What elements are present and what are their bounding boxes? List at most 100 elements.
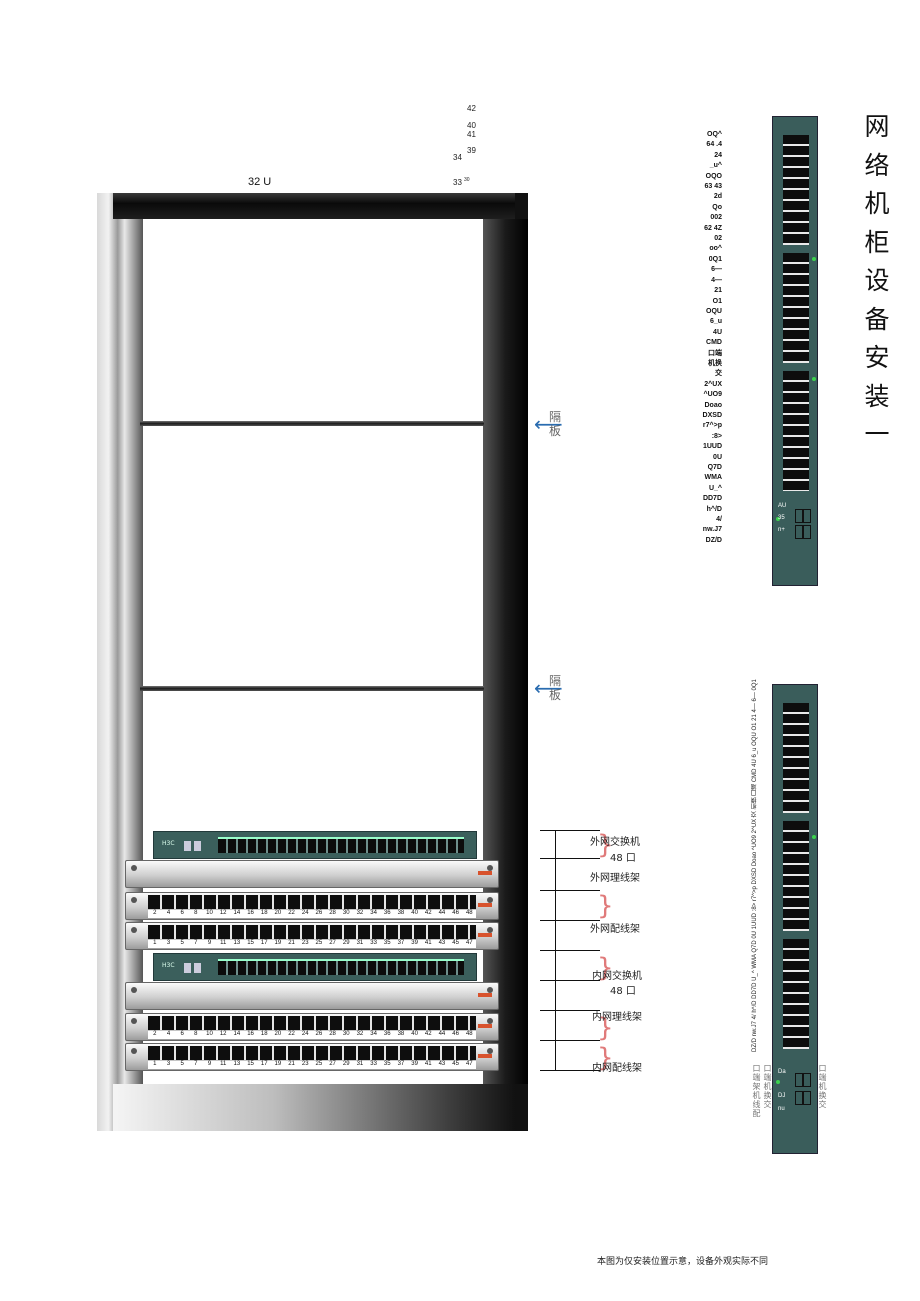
code-item: 6_u	[709, 318, 722, 326]
port-number: 3	[161, 940, 176, 948]
code-item: OQ^	[707, 131, 722, 138]
vertical-switch-top: AU 35 n+	[772, 116, 818, 586]
vertical-caption-mid: 口端机换交	[763, 1064, 772, 1109]
title-char: 安	[864, 343, 890, 372]
port-number: 28	[325, 910, 340, 918]
brace-icon: }	[597, 1043, 614, 1073]
dimension-tick	[540, 1010, 600, 1011]
shelf-label-1: 隔板	[549, 410, 562, 438]
dimension-tick	[540, 920, 600, 921]
port-number: 19	[271, 1061, 285, 1069]
port-number: 9	[202, 940, 217, 948]
code-item: _u^	[709, 162, 722, 170]
port-number: 12	[216, 910, 231, 918]
code-item: r7^>p	[702, 422, 722, 430]
panel-jacks	[148, 925, 476, 939]
shelf-arrow-icon: ⟵	[534, 412, 563, 436]
port-number: 3	[161, 1061, 176, 1069]
inner-switch-ports: 48 口	[610, 986, 636, 997]
inner-cable-manager	[125, 982, 499, 1010]
port-number: 39	[407, 1061, 422, 1069]
port-number: 41	[421, 1061, 436, 1069]
status-led	[776, 517, 780, 521]
port-number: 34	[366, 1031, 381, 1039]
port-number: 19	[271, 940, 285, 948]
port-number: 18	[257, 1031, 272, 1039]
port-number: 42	[421, 1031, 436, 1039]
port-number: 20	[271, 910, 285, 918]
port-number: 36	[380, 1031, 395, 1039]
title-char: 机	[864, 189, 890, 218]
sfp-ports	[184, 841, 202, 851]
panel-tag	[478, 1024, 492, 1028]
code-item: 0Q1	[708, 255, 722, 263]
port-number: 37	[394, 1061, 408, 1069]
port-number: 35	[380, 940, 395, 948]
code-item: WMA	[704, 474, 723, 482]
panel-jacks	[148, 1016, 476, 1030]
vertical-switch-bottom: Da DJ nu	[772, 684, 818, 1154]
inner-switch-label: 内网交换机	[592, 971, 642, 982]
sfp-slot	[795, 509, 803, 523]
outer-patch-label: 外网理线架	[590, 873, 640, 884]
port-number: 27	[325, 1061, 340, 1069]
port-number: 24	[298, 1031, 313, 1039]
side-label: n+	[778, 527, 785, 533]
code-item: DXSD	[702, 411, 722, 419]
screw	[131, 987, 137, 993]
sfp-slot	[795, 1073, 803, 1087]
side-label: nu	[778, 1106, 785, 1112]
code-item: Qo	[712, 203, 722, 211]
u-number-42: 42	[467, 104, 476, 113]
port-number: 43	[435, 940, 449, 948]
screw	[487, 897, 493, 903]
port-number: 36	[380, 910, 395, 918]
port-number: 15	[243, 940, 258, 948]
sfp-ports	[184, 963, 202, 973]
code-item: U_^	[708, 484, 722, 492]
port-number: 5	[175, 940, 190, 948]
port-number: 12	[216, 1031, 231, 1039]
code-item: nw.J7	[702, 526, 722, 534]
code-item: 交	[715, 370, 722, 378]
panel-tag	[478, 993, 492, 997]
switch-ports	[783, 821, 809, 931]
inner-switch: H3C	[153, 953, 477, 981]
dimension-tick	[540, 950, 600, 951]
code-item: Doao	[704, 401, 723, 409]
title-char: 备	[864, 304, 890, 334]
code-item: OQU	[706, 307, 722, 315]
panel-tag	[478, 903, 492, 907]
code-item: 64 .4	[706, 141, 722, 149]
outer-cable-manager	[125, 860, 499, 888]
port-number: 33	[366, 1061, 381, 1069]
port-number: 31	[353, 940, 367, 948]
rack-left-rail	[97, 193, 143, 1131]
port-number: 26	[312, 1031, 326, 1039]
port-number: 48	[462, 1031, 477, 1039]
side-label: 35	[778, 515, 785, 521]
brace-icon: }	[597, 830, 614, 860]
port-number: 33	[366, 940, 381, 948]
brace-icon: }	[597, 953, 614, 983]
port-number: 10	[202, 1031, 217, 1039]
port-number: 32	[353, 1031, 367, 1039]
port-number: 39	[407, 940, 422, 948]
port-number: 46	[448, 910, 463, 918]
switch-ports	[218, 959, 464, 975]
brand-logo: H3C	[162, 840, 175, 847]
switch-ports	[218, 837, 464, 853]
u-number-39: 39	[467, 146, 476, 155]
brand-logo: H3C	[162, 962, 175, 969]
u-number-30: 30	[464, 177, 470, 183]
port-number: 14	[230, 910, 244, 918]
port-number: 35	[380, 1061, 395, 1069]
code-item: 24	[714, 151, 722, 159]
port-number: 23	[298, 940, 313, 948]
shelf-1	[140, 421, 484, 426]
rotated-code-column: DZ/D nw.J7 4/ h^/D DD7D U_^ WMA Q7D 0U 1…	[752, 679, 758, 1052]
port-number: 28	[325, 1031, 340, 1039]
switch-ports	[783, 135, 809, 245]
code-item: Q7D	[707, 464, 722, 471]
